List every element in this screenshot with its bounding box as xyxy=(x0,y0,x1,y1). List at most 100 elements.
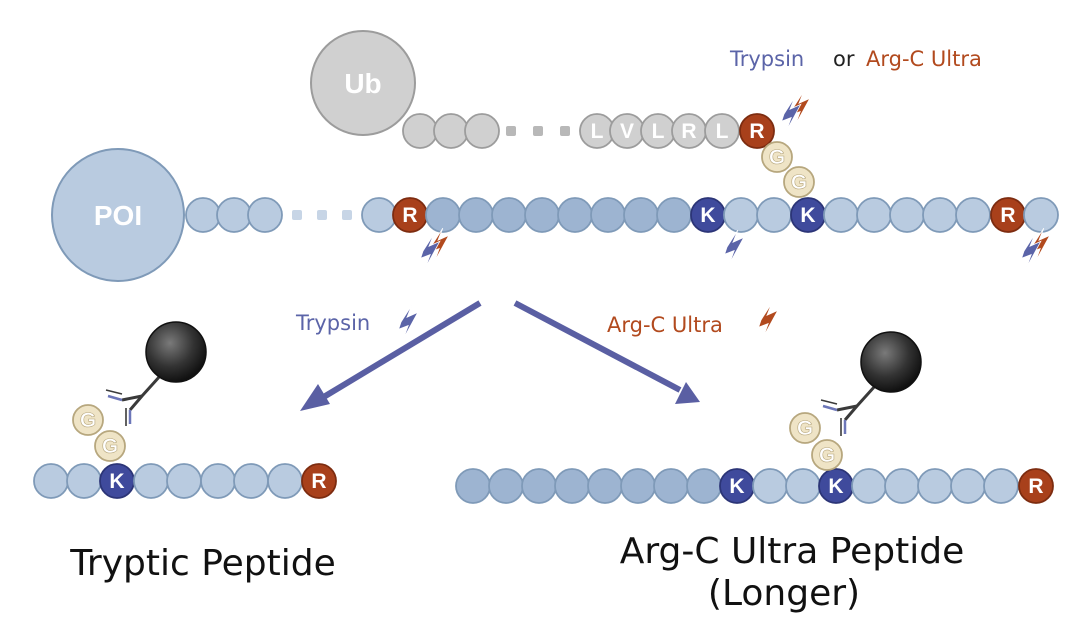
ubiquitin-label: Ub xyxy=(344,68,381,99)
trypsin-legend-bolt xyxy=(397,304,419,339)
header-or-text: or xyxy=(833,47,855,71)
poi-residue-bead xyxy=(247,197,283,233)
argc-glycine-label: G xyxy=(797,417,813,440)
glycine-residue-label: G xyxy=(769,146,785,169)
trypsin-cleavage-bolt xyxy=(780,96,802,131)
ub-terminal-arginine: R xyxy=(739,113,775,149)
argc-residue-bead xyxy=(752,468,788,504)
poi-residue-bead xyxy=(823,197,859,233)
header-trypsin-text: Trypsin xyxy=(729,47,804,71)
argc-residue-bead xyxy=(950,468,986,504)
trypsin-cleavage-bolt-lysine xyxy=(723,229,745,264)
poi-label: POI xyxy=(94,200,142,231)
argc-lysine-label: K xyxy=(729,475,744,498)
argc-residue-bead xyxy=(917,468,953,504)
magnetic-bead xyxy=(145,321,207,383)
argc-residue-bead xyxy=(455,468,491,504)
poi-residue-bead xyxy=(361,197,397,233)
tryptic-residue-bead xyxy=(66,463,102,499)
tryptic-residue-bead xyxy=(200,463,236,499)
argc-residue-bead xyxy=(554,468,590,504)
poi-arginine-label: R xyxy=(402,204,417,227)
poi-residue-bead xyxy=(623,197,659,233)
ub-residue-bead xyxy=(433,113,469,149)
argc-residue-bead xyxy=(620,468,656,504)
tryptic-antibody xyxy=(105,321,207,426)
cleavage-site-poi-arginine-1 xyxy=(419,227,450,268)
argc-residue-bead xyxy=(851,468,887,504)
poi-residue-bead xyxy=(491,197,527,233)
ub-residue-bead xyxy=(402,113,438,149)
poi-residue-bead xyxy=(524,197,560,233)
poi-gap-dot xyxy=(317,210,327,220)
argc-residue-bead xyxy=(785,468,821,504)
magnetic-bead xyxy=(860,331,922,393)
ub-tail-residue: L xyxy=(640,113,676,149)
diglycine-linker: GG xyxy=(761,141,815,198)
argc-glycine: G xyxy=(789,412,821,444)
ub-tail-residue-label: R xyxy=(681,120,696,143)
arrow-to-argc xyxy=(513,300,700,404)
cleavage-site-poi-arginine-2 xyxy=(1020,227,1051,268)
ubiquitin-globule xyxy=(310,30,416,136)
ub-residue-bead xyxy=(464,113,500,149)
argc-lysine: K xyxy=(818,468,854,504)
poi-residue-bead xyxy=(1023,197,1059,233)
argc-residue-bead xyxy=(983,468,1019,504)
argc-residue-bead xyxy=(686,468,722,504)
poi-lysine-label: K xyxy=(800,204,815,227)
tryptic-lysine-label: K xyxy=(109,470,124,493)
tryptic-residue-bead xyxy=(233,463,269,499)
ub-gap-dot xyxy=(560,126,570,136)
trypsin-cleavage-bolt xyxy=(419,233,441,268)
poi-lysine-label: K xyxy=(700,204,715,227)
tryptic-arginine: R xyxy=(301,463,337,499)
tryptic-glycine: G xyxy=(72,404,104,436)
trypsin-cleavage-bolt xyxy=(1020,233,1042,268)
poi-lysine: K xyxy=(690,197,726,233)
arrow-trypsin-label: Trypsin xyxy=(295,311,370,335)
poi-arginine: R xyxy=(392,197,428,233)
tryptic-peptide-title: Tryptic Peptide xyxy=(69,543,336,584)
poi-arginine-label: R xyxy=(1000,204,1015,227)
tryptic-lysine: K xyxy=(99,463,135,499)
poi-residue-bead xyxy=(458,197,494,233)
argc-peptide-title-line1: Arg-C Ultra Peptide xyxy=(620,531,965,572)
ub-tail-residue: L xyxy=(579,113,615,149)
tryptic-peptide: K R GG xyxy=(33,321,337,499)
poi-residue-bead xyxy=(922,197,958,233)
poi-residue-bead xyxy=(425,197,461,233)
ub-tail-residue-label: L xyxy=(716,120,729,143)
argc-glycine-label: G xyxy=(819,444,835,467)
ub-tail-residue: L xyxy=(704,113,740,149)
poi-globule xyxy=(51,148,185,282)
argc-antibody xyxy=(820,331,922,436)
poi-gap-dot xyxy=(342,210,352,220)
ub-gap-dot xyxy=(506,126,516,136)
ubiquitin-gap-dots xyxy=(506,126,570,136)
poi-residue-bead xyxy=(723,197,759,233)
poi-residue-bead xyxy=(955,197,991,233)
poi-residue-bead xyxy=(185,197,221,233)
poi-residue-bead xyxy=(557,197,593,233)
tryptic-residue-bead xyxy=(267,463,303,499)
glycine-residue: G xyxy=(783,166,815,198)
argc-legend-bolt xyxy=(757,302,779,337)
poi-residue-bead xyxy=(856,197,892,233)
tryptic-glycine: G xyxy=(94,430,126,462)
glycine-residue: G xyxy=(761,141,793,173)
tryptic-glycine-label: G xyxy=(80,409,96,432)
ub-tail-residue: R xyxy=(671,113,707,149)
poi-residue-bead xyxy=(889,197,925,233)
glycine-residue-label: G xyxy=(791,171,807,194)
poi-lysine: K xyxy=(790,197,826,233)
poi-gap-dot xyxy=(292,210,302,220)
arrow-argc-label: Arg-C Ultra xyxy=(607,313,723,337)
poi-residue-bead xyxy=(590,197,626,233)
header-argc-text: Arg-C Ultra xyxy=(866,47,982,71)
